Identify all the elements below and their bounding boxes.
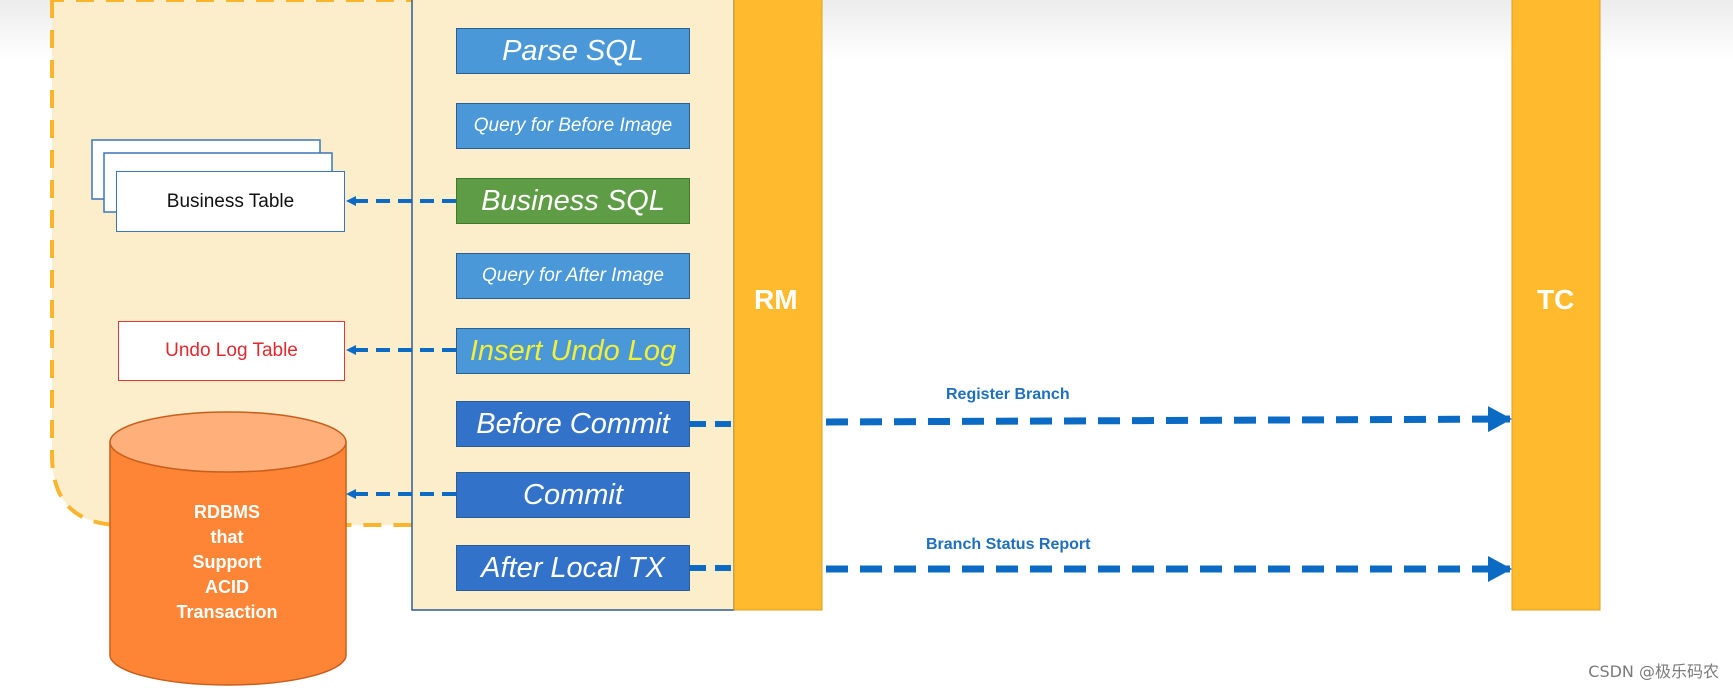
rm-bar — [733, 0, 823, 611]
business-table-label: Business Table — [166, 190, 295, 212]
step-parse-sql: Parse SQL — [456, 28, 690, 74]
step-query-before-image: Query for Before Image — [456, 103, 690, 149]
register-branch-arrow — [825, 406, 1512, 433]
rdbms-cylinder — [109, 411, 347, 686]
rdbms-label: RDBMS that Support ACID Transaction — [112, 500, 342, 625]
rdbms-line-3: Support — [192, 552, 262, 572]
steps-panel — [411, 0, 735, 611]
watermark: CSDN @极乐码农 — [1588, 662, 1719, 681]
register-branch-label: Register Branch — [946, 386, 1070, 403]
rm-label: RM — [754, 284, 798, 315]
undo-log-table-label: Undo Log Table — [165, 340, 298, 361]
undo-log-table: Undo Log Table — [118, 321, 345, 381]
step-commit: Commit — [456, 472, 690, 518]
step-business-sql: Business SQL — [456, 178, 690, 224]
business-table: Business Table — [116, 171, 345, 232]
step-after-local-tx: After Local TX — [456, 545, 690, 591]
rdbms-line-4: ACID — [205, 577, 249, 597]
rdbms-line-5: Transaction — [176, 602, 278, 622]
step-before-commit: Before Commit — [456, 401, 690, 447]
tc-label: TC — [1537, 284, 1575, 315]
step-query-after-image: Query for After Image — [456, 253, 690, 299]
tc-bar — [1511, 0, 1601, 611]
branch-status-report-label: Branch Status Report — [926, 536, 1091, 553]
rdbms-line-1: RDBMS — [194, 502, 260, 522]
step-insert-undo-log: Insert Undo Log — [456, 328, 690, 374]
rdbms-line-2: that — [210, 527, 244, 547]
